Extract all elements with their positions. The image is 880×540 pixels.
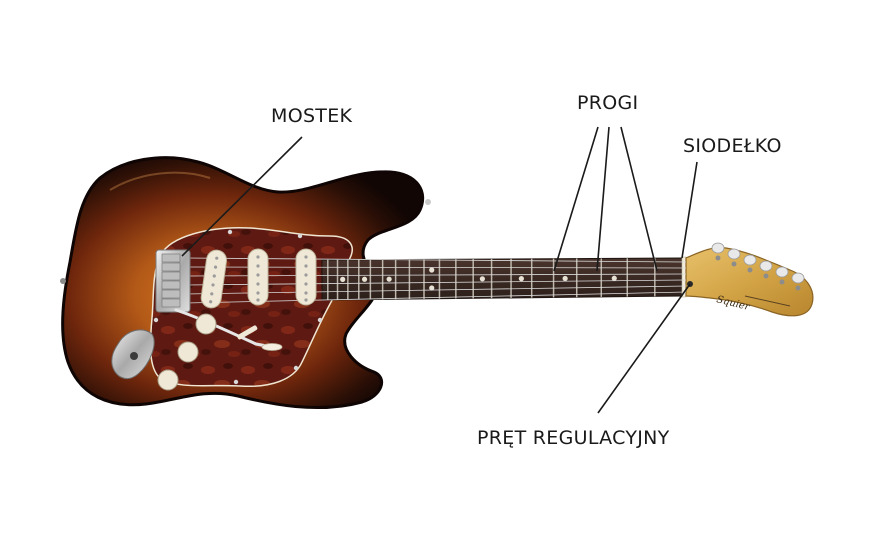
label-bridge: MOSTEK bbox=[271, 105, 352, 127]
fretboard bbox=[322, 258, 684, 300]
tremolo-tip bbox=[262, 344, 282, 351]
label-nut: SIODEŁKO bbox=[683, 135, 782, 157]
label-frets: PROGI bbox=[577, 92, 638, 114]
pickups bbox=[200, 249, 316, 309]
fret-inlay-dot bbox=[362, 277, 367, 282]
fret-inlay-dot-12 bbox=[429, 267, 434, 272]
tone-knob-2 bbox=[158, 370, 178, 390]
neck bbox=[322, 258, 684, 300]
fret-inlay-dot bbox=[519, 276, 524, 281]
fret-inlay-dot bbox=[480, 276, 485, 281]
volume-knob bbox=[196, 314, 216, 334]
fret-inlay-dot bbox=[340, 277, 345, 282]
headstock: Squier bbox=[686, 243, 813, 316]
tone-knob-1 bbox=[178, 342, 198, 362]
bridge bbox=[156, 250, 190, 312]
leader-nut bbox=[682, 162, 697, 258]
strap-button-top bbox=[425, 199, 431, 205]
label-truss-rod: PRĘT REGULACYJNY bbox=[477, 427, 670, 449]
strap-button-bottom bbox=[60, 278, 66, 284]
leader-fret-3 bbox=[621, 127, 657, 271]
leader-fret-2 bbox=[597, 127, 609, 271]
fret-inlay-dot bbox=[563, 276, 568, 281]
leader-fret-1 bbox=[554, 127, 598, 271]
pickup-neck bbox=[296, 249, 316, 305]
leader-truss-rod bbox=[598, 284, 690, 413]
fret-inlay-dot bbox=[612, 276, 617, 281]
fret-inlay-dot bbox=[387, 277, 392, 282]
pickup-middle bbox=[248, 249, 268, 305]
